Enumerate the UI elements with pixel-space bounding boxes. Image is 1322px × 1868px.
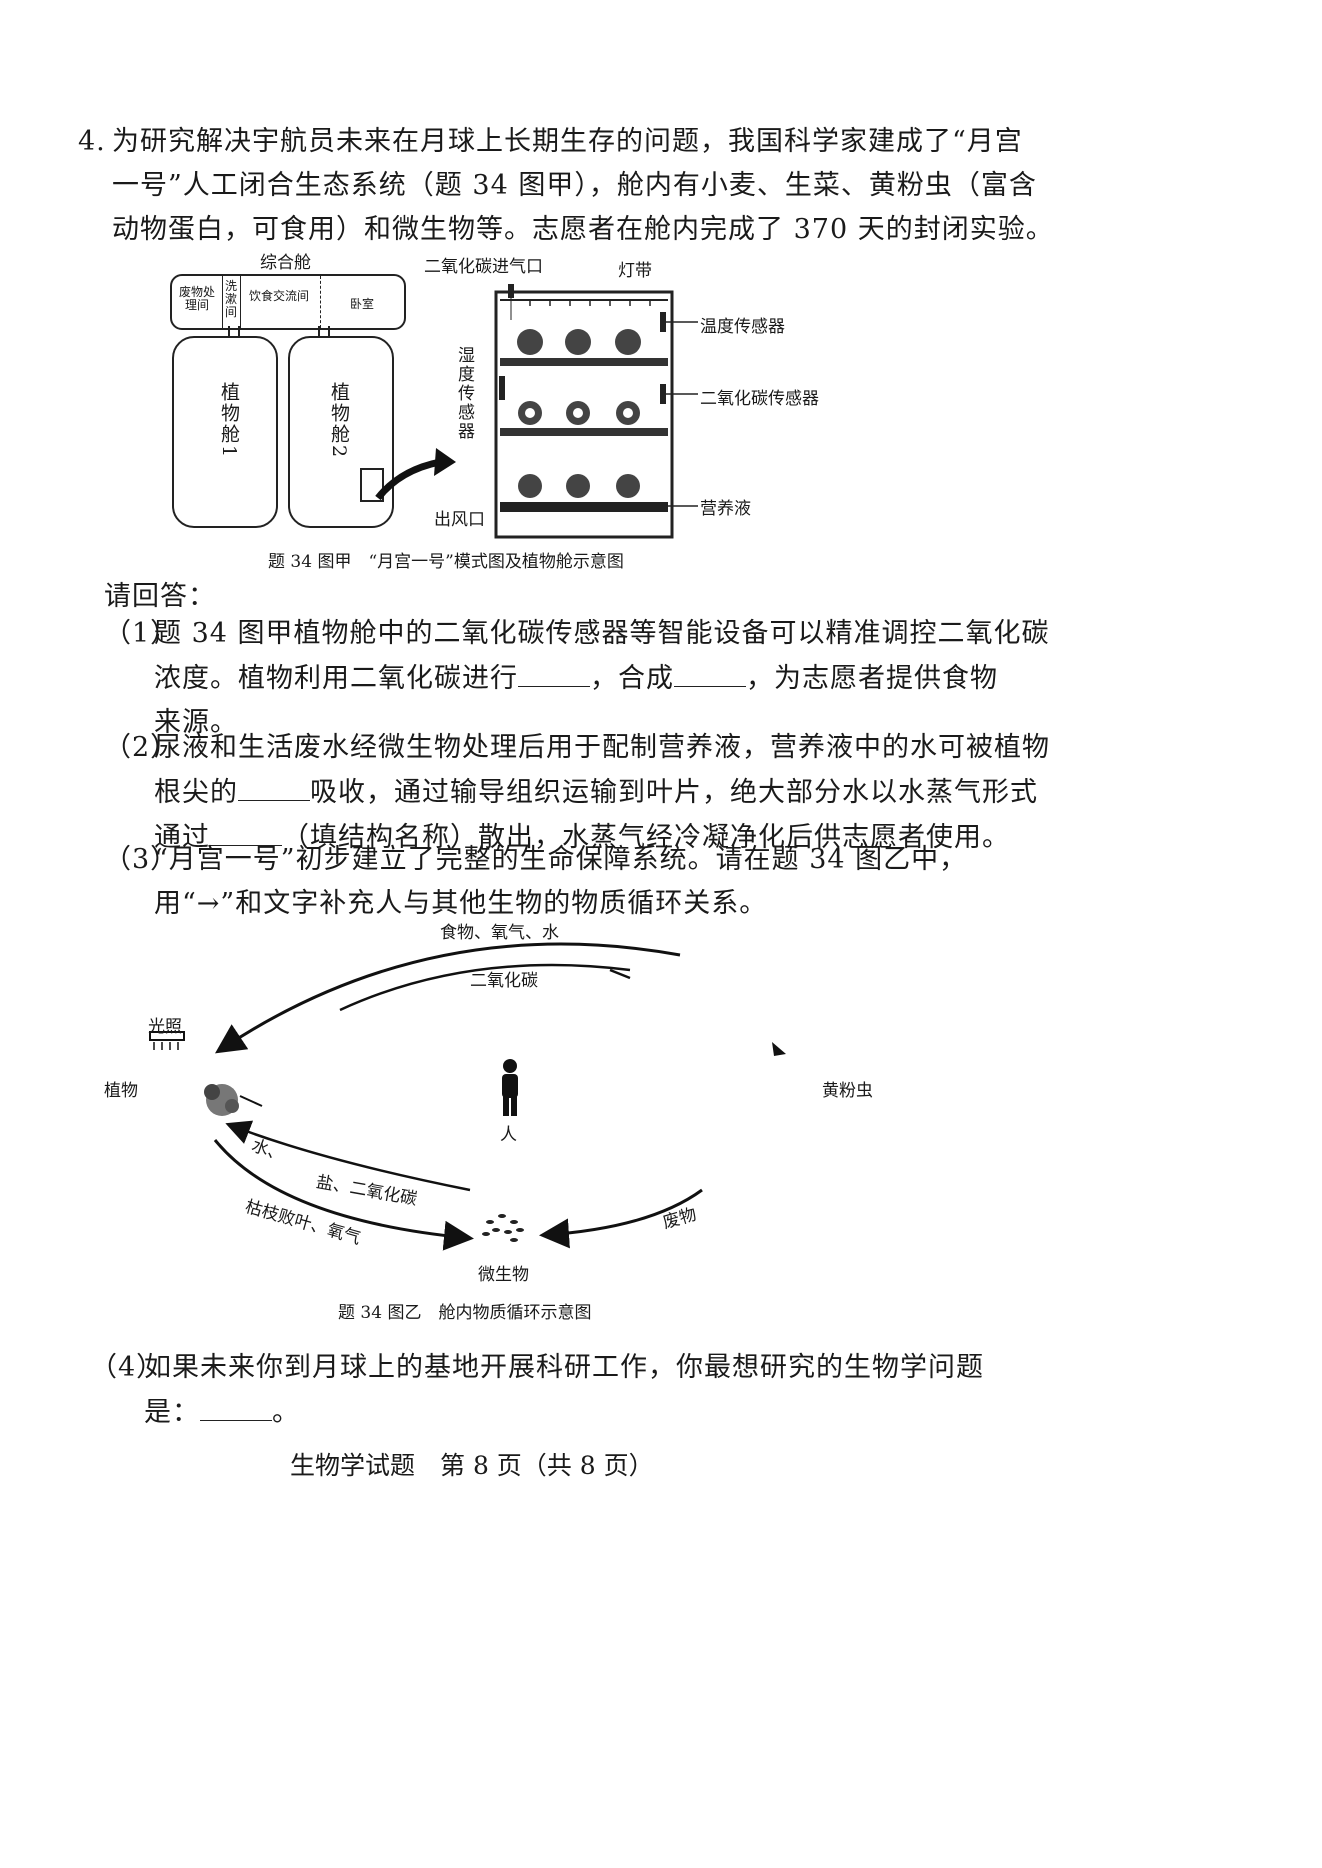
figure-a-caption: 题 34 图甲 “月宫一号”模式图及植物舱示意图 <box>268 552 624 572</box>
room-divider <box>240 276 241 328</box>
q1-line-2b: ，合成 <box>590 663 674 694</box>
arrow-water-salt-co2 <box>225 1120 471 1192</box>
arrow-co2-top <box>339 963 631 1012</box>
integrated-module: 废物处理间 洗漱间 饮食交流间 卧室 <box>170 274 406 330</box>
q2-line-2a: 根尖的 <box>154 777 238 808</box>
answer-prompt: 请回答： <box>104 581 216 612</box>
question-2: （2） 尿液和生活废水经微生物处理后用于配制营养液，营养液中的水可被植物 根尖的… <box>104 726 1204 860</box>
arrow-waste <box>539 1188 703 1249</box>
label-plant: 植物 <box>104 1081 138 1101</box>
figure-b-caption: 题 34 图乙 舱内物质循环示意图 <box>338 1303 592 1323</box>
arrow-food-oxygen-water <box>215 942 681 1054</box>
q2-number: （2） <box>104 732 179 763</box>
q1-line-2a: 浓度。植物利用二氧化碳进行 <box>154 663 518 694</box>
question-number: 4. <box>78 126 106 157</box>
zoom-arrow <box>375 448 456 501</box>
room-divider <box>320 276 321 328</box>
label-co2-top: 二氧化碳 <box>470 971 538 991</box>
light-strip-label: 灯带 <box>618 261 652 281</box>
module-title: 综合舱 <box>260 253 311 273</box>
q3-line-2: 用“→”和文字补充人与其他生物的物质循环关系。 <box>154 888 768 919</box>
room-bedroom: 卧室 <box>349 297 374 311</box>
blank-5[interactable] <box>200 1390 272 1421</box>
label-microbe: 微生物 <box>478 1265 529 1285</box>
room-waste: 废物处理间 <box>178 285 215 312</box>
page-footer: 生物学试题 第 8 页（共 8 页） <box>290 1451 654 1480</box>
cabin-2-label: 植物舱2 <box>328 382 350 460</box>
connector <box>318 326 330 336</box>
room-divider <box>222 276 223 328</box>
q2-line-3a: 通过 <box>154 822 210 853</box>
co2-inlet-label: 二氧化碳进气口 <box>424 257 543 277</box>
label-insect: 黄粉虫 <box>822 1081 873 1101</box>
person-icon <box>502 1059 518 1116</box>
q4-line-2: 是： <box>144 1397 200 1428</box>
label-light: 光照 <box>148 1017 182 1037</box>
co2-sensor-label: 二氧化碳传感器 <box>700 389 819 409</box>
arrow-leaves-oxygen <box>213 1139 474 1251</box>
question-4: （4） 如果未来你到月球上的基地开展科研工作，你最想研究的生物学问题 是： 。 <box>90 1346 1190 1435</box>
light-fixture <box>149 1031 185 1050</box>
room-dining: 饮食交流间 <box>248 289 309 303</box>
cabin-1-label: 植物舱1 <box>218 382 240 460</box>
q2-line-3b: （填结构名称）散出，水蒸气经冷凝净化后供志愿者使用。 <box>282 822 1010 853</box>
q2-line-2b: 吸收，通过输导组织运输到叶片，绝大部分水以水蒸气形式 <box>310 777 1038 808</box>
temp-sensor-label: 温度传感器 <box>700 317 785 337</box>
label-food-oxygen-water: 食物、氧气、水 <box>440 923 559 943</box>
module-diagram: 综合舱 废物处理间 洗漱间 饮食交流间 卧室 植物舱1 植物舱2 <box>170 248 410 538</box>
q2-line-1: 尿液和生活废水经微生物处理后用于配制营养液，营养液中的水可被植物 <box>154 732 1050 763</box>
blank-1[interactable] <box>518 656 590 687</box>
plant-cabin-2: 植物舱2 <box>288 336 394 528</box>
plant-cabin-detail <box>494 284 698 539</box>
q3-number: （3） <box>104 844 179 875</box>
q1-line-2c: ，为志愿者提供食物 <box>746 663 998 694</box>
q1-line-3: 来源。 <box>154 707 238 738</box>
cycle-diagram <box>149 942 786 1251</box>
q1-line-1: 题 34 图甲植物舱中的二氧化碳传感器等智能设备可以精准调控二氧化碳 <box>154 618 1050 649</box>
microbe-icon <box>482 1214 524 1242</box>
stray-arrowhead <box>772 1042 786 1056</box>
q4-line-1: 如果未来你到月球上的基地开展科研工作，你最想研究的生物学问题 <box>144 1352 984 1383</box>
humidity-sensor-label: 湿度传感器 <box>454 346 474 441</box>
intro-line-1: 为研究解决宇航员未来在月球上长期生存的问题，我国科学家建成了“月宫 <box>112 126 1023 157</box>
question-1: （1） 题 34 图甲植物舱中的二氧化碳传感器等智能设备可以精准调控二氧化碳 浓… <box>104 612 1204 745</box>
room-wash: 洗漱间 <box>225 279 238 319</box>
blank-2[interactable] <box>674 656 746 687</box>
label-person: 人 <box>500 1125 517 1145</box>
question-block: 4. 为研究解决宇航员未来在月球上长期生存的问题，我国科学家建成了“月宫 一号”… <box>78 120 1198 252</box>
connector <box>228 326 240 336</box>
q1-number: （1） <box>104 618 179 649</box>
nutrient-label: 营养液 <box>700 499 751 519</box>
blank-3[interactable] <box>238 770 310 801</box>
blank-4[interactable] <box>210 815 282 846</box>
detail-marker <box>360 468 384 502</box>
q4-end: 。 <box>272 1397 300 1428</box>
intro-line-2: 一号”人工闭合生态系统（题 34 图甲），舱内有小麦、生菜、黄粉虫（富含 <box>112 170 1037 201</box>
plant-cabin-1: 植物舱1 <box>172 336 278 528</box>
air-outlet-label: 出风口 <box>434 510 485 530</box>
q4-number: （4） <box>90 1352 165 1383</box>
plant-icon <box>204 1084 263 1116</box>
question-3: （3） “月宫一号”初步建立了完整的生命保障系统。请在题 34 图乙中， 用“→… <box>104 838 1204 926</box>
intro-line-3: 动物蛋白，可食用）和微生物等。志愿者在舱内完成了 370 天的封闭实验。 <box>112 214 1054 245</box>
q3-line-1: “月宫一号”初步建立了完整的生命保障系统。请在题 34 图乙中， <box>154 844 968 875</box>
